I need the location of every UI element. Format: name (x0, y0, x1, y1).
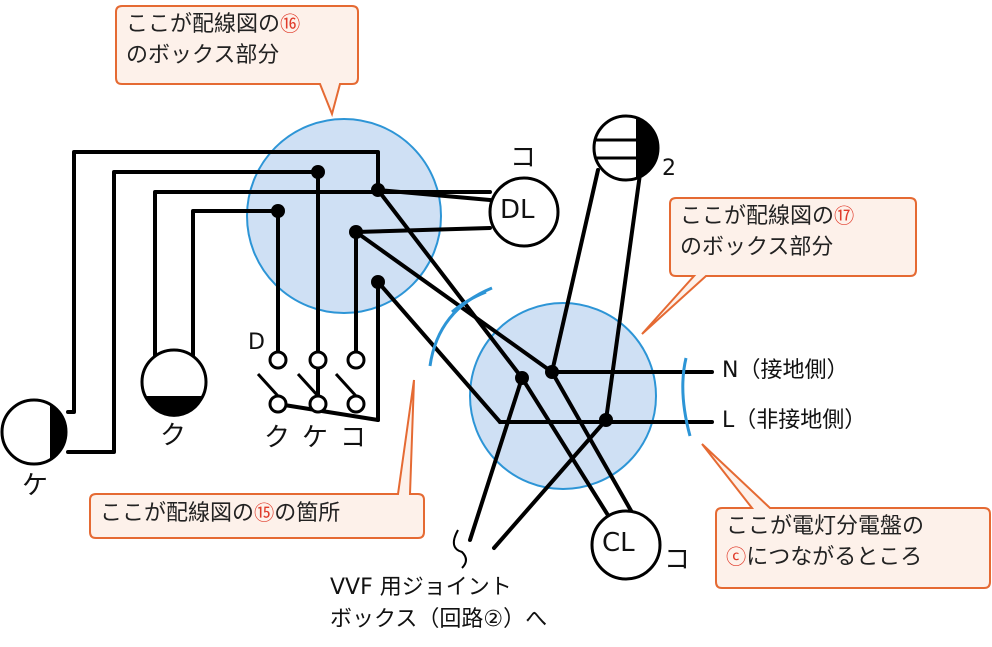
callout-place15 (89, 379, 425, 539)
switch-label-ko: コ (340, 423, 367, 453)
outlet-tag: 2 (662, 156, 676, 181)
ceiling-light-cl (590, 509, 662, 581)
neutral-label: N（接地側） (722, 358, 849, 383)
connection-dots (271, 165, 613, 427)
joint-box-note: VVF 用ジョイント ボックス（回路②）へ (330, 575, 548, 632)
callout-box16 (115, 5, 359, 118)
callout-box16-text: ここが配線図の⑯ のボックス部分 (126, 12, 301, 68)
joint-box-17 (469, 302, 657, 490)
callout-panel (701, 443, 991, 589)
downlight-dl (488, 176, 560, 248)
callout-panel-text: ここが電灯分電盤の ⓒにつながるところ (726, 514, 925, 570)
wires (66, 150, 714, 550)
pendant-light-ke (0, 398, 68, 466)
callout-place15-text: ここが配線図の⑮の箇所 (100, 501, 341, 526)
pendant-light-ku (140, 348, 208, 417)
pendant-ku-tag: ク (160, 421, 187, 451)
outlet-symbol (592, 114, 660, 182)
switch-label-ke: ケ (302, 423, 329, 453)
switch-header: D (248, 330, 265, 355)
dl-tag: コ (510, 143, 537, 173)
jb-brace (452, 529, 467, 569)
dl-text: DL (500, 195, 535, 225)
cl-tag: コ (664, 545, 691, 575)
callout-box17-text: ここが配線図の⑰ のボックス部分 (680, 204, 855, 260)
switch-group (256, 350, 366, 414)
pendant-ke-tag: ケ (22, 471, 49, 501)
callout-box17 (641, 197, 917, 335)
cl-text: CL (602, 528, 635, 558)
cable-markers (428, 286, 692, 437)
joint-box-16 (246, 118, 442, 314)
switch-label-ku: ク (264, 423, 291, 453)
live-label: L（非接地側） (722, 408, 867, 433)
